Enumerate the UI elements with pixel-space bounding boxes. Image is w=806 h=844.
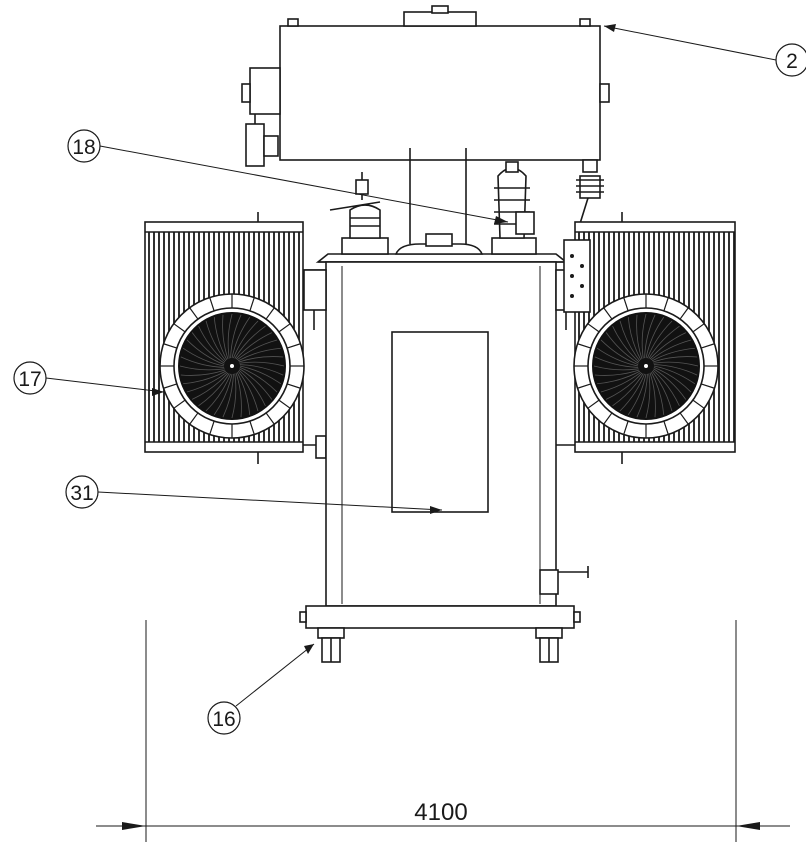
- callout-16-label: 16: [212, 708, 235, 731]
- hv-bushing: [491, 161, 537, 255]
- callout-31: 31: [65, 475, 443, 514]
- bottom-valve: [539, 566, 589, 595]
- left-wheel: [317, 627, 345, 663]
- callout-17: 17: [13, 361, 165, 396]
- left-cooling-fan: [159, 293, 305, 439]
- lv-bushing: [329, 172, 389, 255]
- oil-level-indicator: [241, 67, 281, 167]
- base-frame: [299, 605, 581, 629]
- width-dimension-value: 4100: [414, 799, 467, 826]
- callout-18: 18: [67, 129, 509, 224]
- conservator-tank: [279, 5, 610, 244]
- callout-2: 2: [603, 24, 806, 77]
- callout-18-label: 18: [72, 136, 95, 159]
- width-dimension: [96, 620, 790, 842]
- callout-17-label: 17: [18, 368, 41, 391]
- main-tank: [303, 233, 579, 607]
- callout-16: 16: [207, 643, 315, 735]
- right-wheel: [535, 627, 563, 663]
- drain-valve: [576, 159, 604, 231]
- callout-2-label: 2: [786, 50, 798, 73]
- terminal-box: [563, 239, 591, 313]
- callout-31-label: 31: [70, 482, 93, 505]
- right-cooling-fan: [573, 293, 719, 439]
